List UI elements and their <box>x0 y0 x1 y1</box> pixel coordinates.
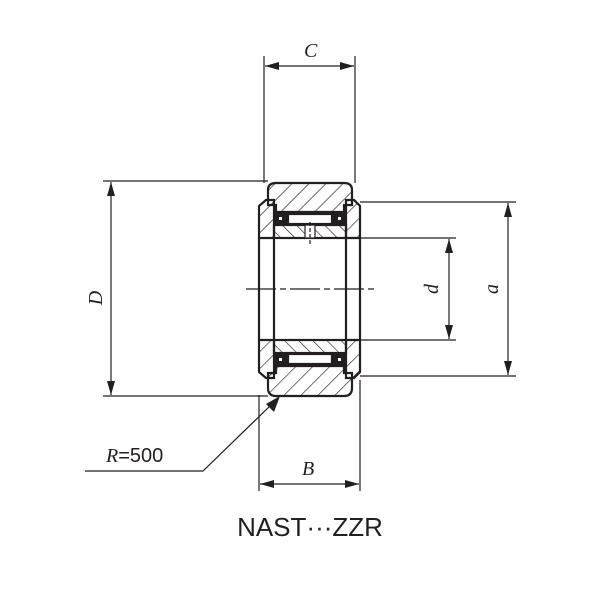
flange-bottom-right <box>344 338 362 380</box>
inner-ring-bottom <box>272 338 348 355</box>
flange-bottom-left <box>257 338 276 380</box>
radius-arrow <box>266 396 280 412</box>
label-a: a <box>481 284 503 294</box>
outer-ring-top <box>266 181 354 214</box>
flange-top-right <box>344 198 362 240</box>
label-c: C <box>304 40 318 62</box>
dimension-c <box>263 56 356 183</box>
radius-label: R=500 <box>105 445 163 467</box>
radius-leader <box>85 403 273 472</box>
lube-hole <box>304 222 316 244</box>
dimension-b <box>258 380 361 491</box>
outer-ring-bottom <box>266 364 354 398</box>
diagram-title: NAST···ZZR <box>237 512 383 542</box>
seal-details <box>279 217 341 361</box>
dimension-a <box>360 201 516 377</box>
roller-bottom <box>286 352 334 366</box>
dimension-d-outer <box>103 180 268 397</box>
dimension-d-inner <box>360 237 456 341</box>
label-b: B <box>302 458 314 480</box>
flange-top-left <box>257 198 276 240</box>
label-D: D <box>85 290 107 306</box>
label-d: d <box>421 283 443 294</box>
